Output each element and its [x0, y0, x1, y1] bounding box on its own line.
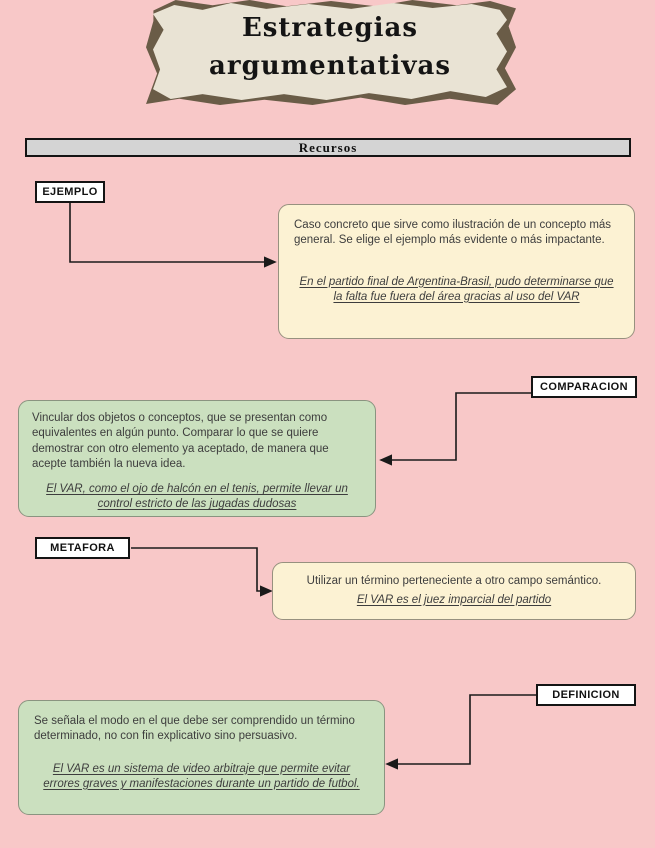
torn-paper-banner: Estrategias argumentativas — [153, 2, 507, 101]
recursos-header-label: Recursos — [298, 139, 358, 155]
concept-box-comparacion: Vincular dos objetos o conceptos, que se… — [18, 400, 376, 517]
recursos-header-bar: Recursos — [25, 138, 631, 157]
metafora-description: Utilizar un término perteneciente a otro… — [306, 575, 602, 588]
definicion-description: Se señala el modo en el que debe ser com… — [34, 715, 355, 743]
definicion-example: El VAR es un sistema de video arbitraje … — [43, 762, 360, 790]
comparacion-description: Vincular dos objetos o conceptos, que se… — [32, 412, 329, 470]
concept-box-ejemplo: Caso concreto que sirve como ilustración… — [278, 204, 635, 339]
concept-label-ejemplo: EJEMPLO — [35, 181, 105, 203]
page-title-line2: argumentativas — [209, 50, 451, 81]
ejemplo-example: En el partido final de Argentina-Brasil,… — [299, 275, 614, 303]
concept-label-metafora-text: METAFORA — [50, 542, 115, 554]
concept-box-definicion: Se señala el modo en el que debe ser com… — [18, 700, 385, 815]
concept-label-definicion-text: DEFINICION — [552, 689, 620, 701]
page-title-line1: Estrategias — [241, 13, 419, 43]
page-title: Estrategias argumentativas — [153, 3, 507, 85]
ejemplo-description: Caso concreto que sirve como ilustración… — [294, 219, 612, 247]
arrow-metafora — [131, 547, 273, 597]
concept-label-comparacion: COMPARACION — [531, 376, 637, 398]
arrow-comparacion — [379, 392, 533, 466]
arrow-definicion — [385, 694, 536, 770]
metafora-example: El VAR es el juez imparcial del partido — [356, 593, 552, 606]
concept-label-comparacion-text: COMPARACION — [540, 381, 628, 393]
comparacion-example: El VAR, como el ojo de halcón en el teni… — [46, 483, 348, 511]
concept-label-ejemplo-text: EJEMPLO — [42, 186, 98, 198]
arrow-ejemplo — [69, 203, 277, 268]
concept-label-definicion: DEFINICION — [536, 684, 636, 706]
concept-box-metafora: Utilizar un término perteneciente a otro… — [272, 562, 636, 620]
concept-label-metafora: METAFORA — [35, 537, 130, 559]
